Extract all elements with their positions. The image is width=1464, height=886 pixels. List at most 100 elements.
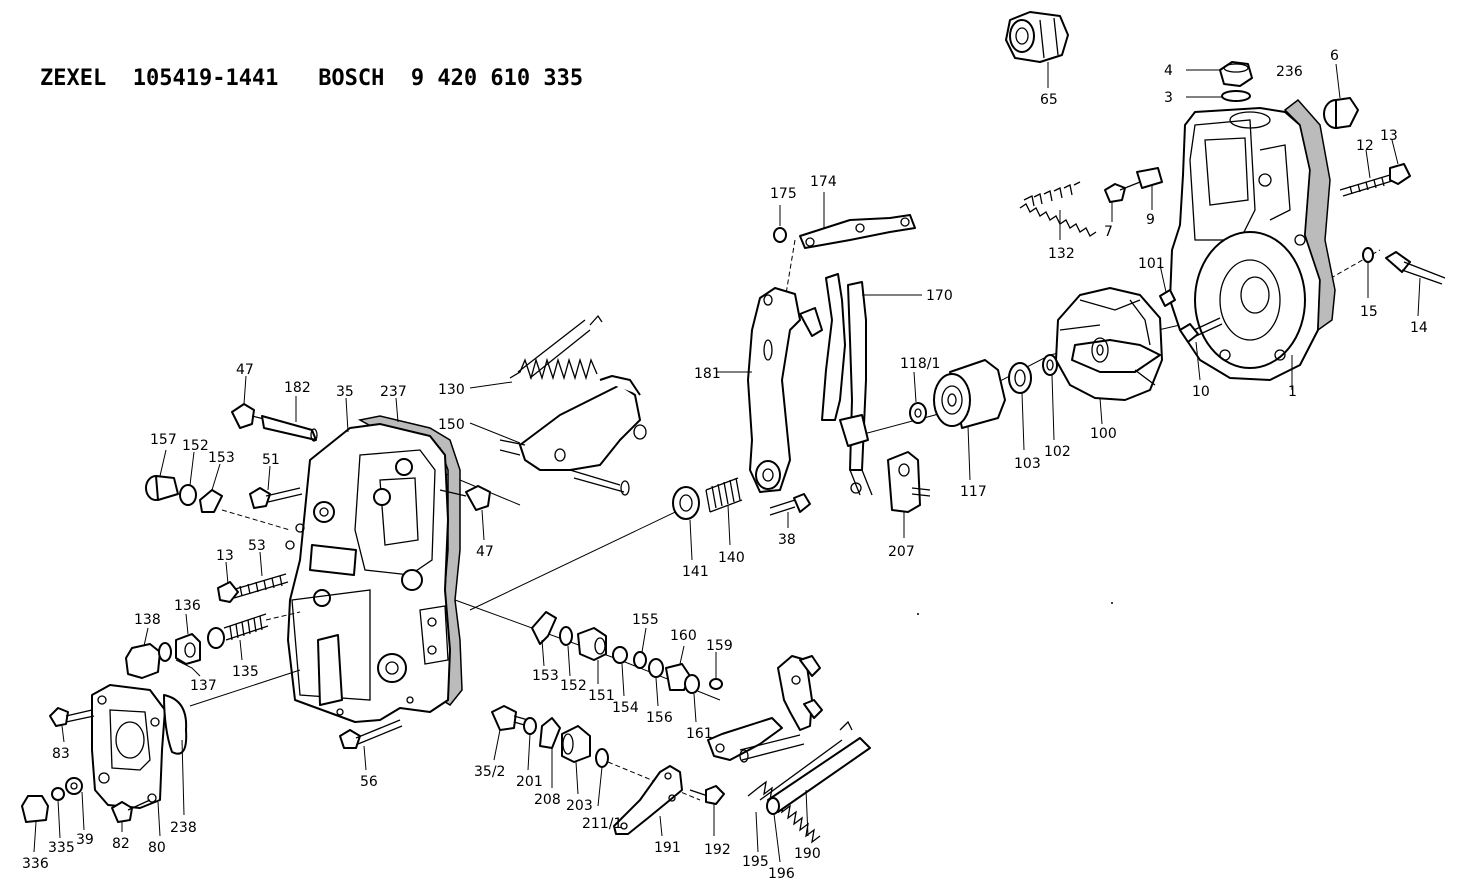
part-152-oring-lower bbox=[559, 626, 573, 646]
part-82-screw bbox=[111, 799, 151, 823]
label-35: 35 bbox=[336, 384, 354, 400]
leader-117 bbox=[967, 425, 971, 481]
part-151-bushing bbox=[577, 627, 607, 661]
part-174-link bbox=[799, 214, 916, 249]
label-335: 335 bbox=[48, 840, 75, 856]
label-132: 132 bbox=[1048, 246, 1075, 262]
part-335-washer bbox=[51, 787, 65, 801]
label-15: 15 bbox=[1360, 304, 1378, 320]
leader-80 bbox=[157, 801, 161, 837]
part-159-ring bbox=[709, 678, 723, 690]
label-208: 208 bbox=[534, 792, 561, 808]
label-196: 196 bbox=[768, 866, 795, 882]
label-151: 151 bbox=[588, 688, 615, 704]
leader-83 bbox=[61, 725, 65, 743]
leader-211-1 bbox=[597, 766, 603, 807]
part-236-gasket bbox=[1283, 98, 1336, 332]
label-101: 101 bbox=[1138, 256, 1165, 272]
part-140-spring bbox=[705, 477, 743, 513]
leader-195 bbox=[755, 811, 759, 853]
label-157: 157 bbox=[150, 432, 177, 448]
label-201: 201 bbox=[516, 774, 543, 790]
label-336: 336 bbox=[22, 856, 49, 872]
label-7: 7 bbox=[1104, 224, 1113, 240]
assembly-axis-line bbox=[221, 509, 291, 531]
label-12: 12 bbox=[1356, 138, 1374, 154]
part-7-screw bbox=[1104, 179, 1146, 203]
part-35-2-plug bbox=[491, 705, 529, 731]
label-152-left: 152 bbox=[182, 438, 209, 454]
part-156-washer bbox=[648, 658, 664, 678]
label-53: 53 bbox=[248, 538, 266, 554]
label-175: 175 bbox=[770, 186, 797, 202]
leader-237 bbox=[395, 397, 399, 423]
label-56: 56 bbox=[360, 774, 378, 790]
part-203-sleeve bbox=[561, 725, 591, 763]
part-135-adjusting-screw bbox=[223, 613, 269, 641]
part-195-spring bbox=[747, 720, 853, 844]
part-14-bolt bbox=[1385, 251, 1446, 285]
part-15-washer bbox=[1362, 247, 1374, 263]
label-154: 154 bbox=[612, 700, 639, 716]
part-336-cap-nut bbox=[21, 795, 49, 823]
part-118-1-washer-hole bbox=[914, 408, 922, 418]
part-141-seal bbox=[672, 486, 700, 520]
label-47-top: 47 bbox=[236, 362, 254, 378]
leader-160 bbox=[679, 645, 685, 665]
leader-39 bbox=[81, 791, 85, 831]
label-14: 14 bbox=[1410, 320, 1428, 336]
part-12-screw bbox=[1339, 174, 1393, 197]
leader-161 bbox=[693, 693, 697, 723]
leader-47-right bbox=[481, 509, 485, 541]
part-65-nut bbox=[1005, 11, 1069, 63]
leader-53 bbox=[259, 551, 263, 577]
label-211-1: 211/1 bbox=[582, 816, 622, 832]
leader-153 bbox=[211, 463, 221, 491]
leader-13 bbox=[1391, 139, 1399, 165]
part-1-governor-housing bbox=[1169, 107, 1321, 381]
label-236: 236 bbox=[1276, 64, 1303, 80]
part-lever-bracket bbox=[707, 655, 823, 763]
label-159: 159 bbox=[706, 638, 733, 654]
part-238-oring bbox=[163, 694, 188, 755]
label-152-lower: 152 bbox=[560, 678, 587, 694]
leader-335 bbox=[57, 799, 61, 839]
leader-150 bbox=[469, 422, 521, 444]
label-118-1: 118/1 bbox=[900, 356, 940, 372]
part-153-circlip-lower bbox=[531, 611, 557, 645]
label-135: 135 bbox=[232, 664, 259, 680]
leader-155 bbox=[641, 627, 647, 653]
label-153-lower: 153 bbox=[532, 668, 559, 684]
label-170: 170 bbox=[926, 288, 953, 304]
label-9: 9 bbox=[1146, 212, 1155, 228]
label-190: 190 bbox=[794, 846, 821, 862]
leader-135 bbox=[239, 639, 243, 661]
part-53-screw bbox=[231, 573, 289, 599]
part-47-screw-top bbox=[231, 403, 269, 429]
part-117-sleeve bbox=[933, 359, 1006, 429]
part-39-washer-hole bbox=[70, 782, 78, 790]
label-155: 155 bbox=[632, 612, 659, 628]
part-154-washer bbox=[612, 646, 628, 664]
part-136-washer bbox=[158, 642, 172, 662]
leader-14 bbox=[1417, 277, 1421, 317]
part-135-washer bbox=[207, 627, 225, 649]
label-207: 207 bbox=[888, 544, 915, 560]
diagram-title: ZEXEL 105419-1441 BOSCH 9 420 610 335 bbox=[40, 66, 583, 91]
part-100-flyweight-holder bbox=[1055, 287, 1163, 401]
part-118-1-washer bbox=[909, 402, 927, 424]
leader-51 bbox=[267, 465, 271, 491]
label-138: 138 bbox=[134, 612, 161, 628]
label-136: 136 bbox=[174, 598, 201, 614]
part-35-governor-cover bbox=[285, 423, 451, 723]
part-10-screw bbox=[1179, 317, 1223, 343]
part-207-block bbox=[887, 451, 931, 513]
part-80-cover-plate bbox=[91, 684, 166, 809]
part-157-plug bbox=[145, 475, 179, 501]
leader-191 bbox=[659, 815, 663, 837]
label-160: 160 bbox=[670, 628, 697, 644]
assembly-axis-line bbox=[265, 611, 301, 621]
label-6: 6 bbox=[1330, 48, 1339, 64]
part-136-nut bbox=[175, 633, 201, 665]
